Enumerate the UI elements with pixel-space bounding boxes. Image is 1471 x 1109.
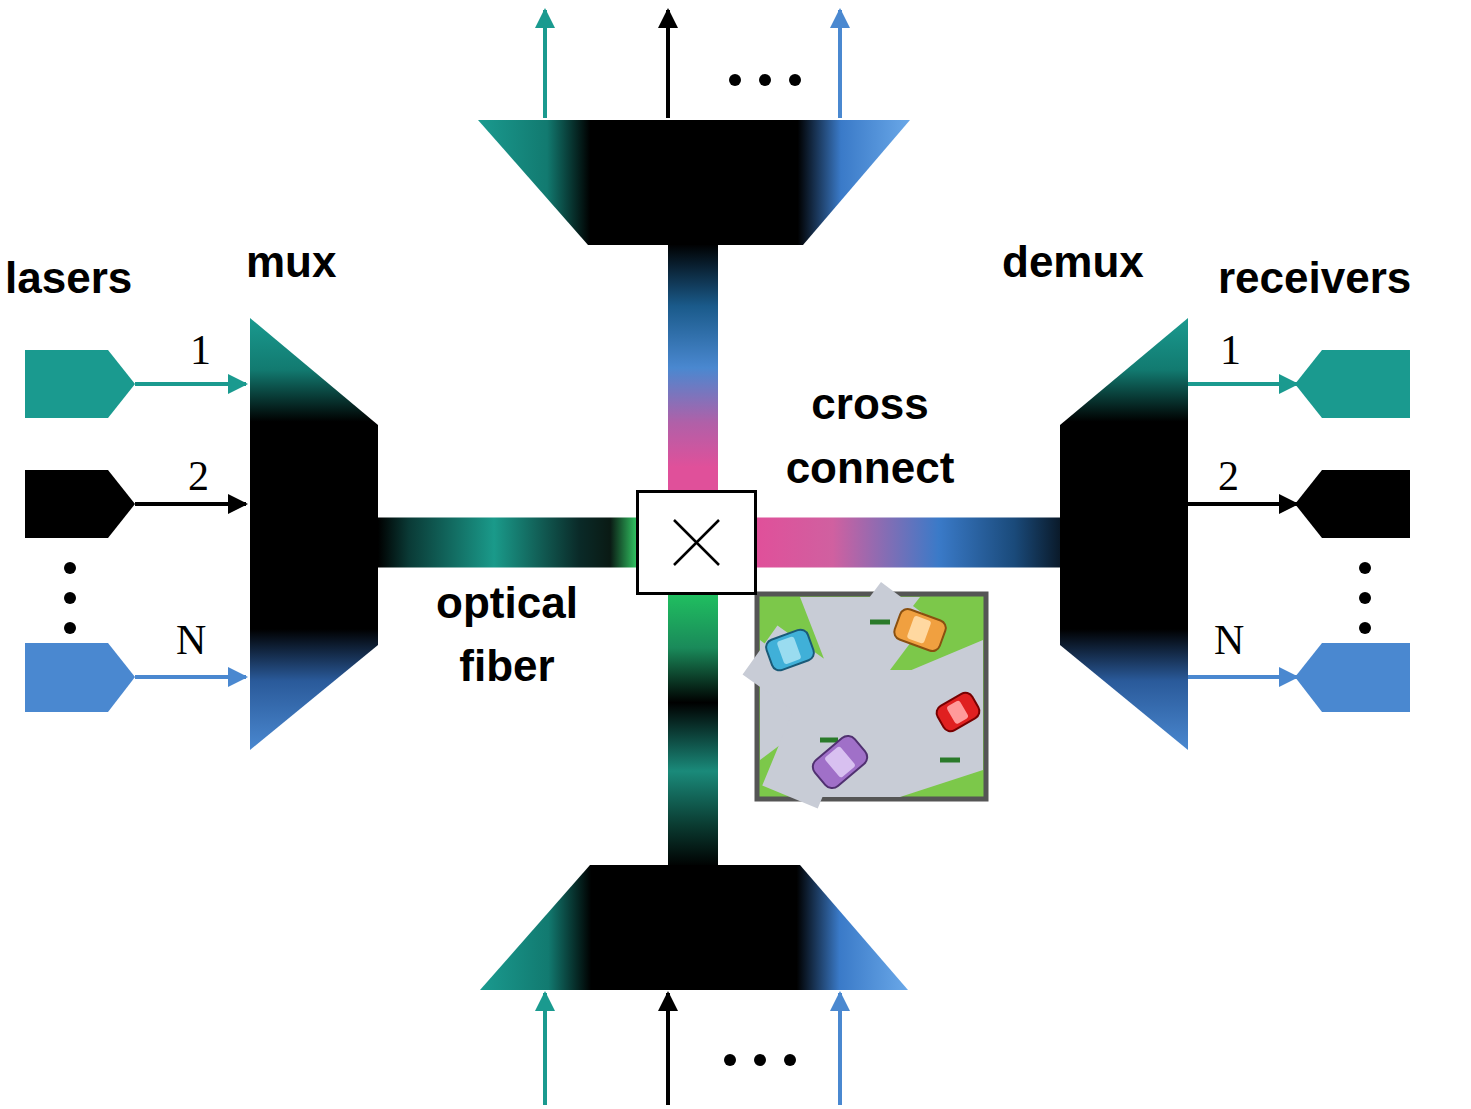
input-arrow — [838, 993, 842, 1105]
demux-trapezoid — [1060, 318, 1188, 750]
input-arrow — [543, 993, 547, 1105]
ellipsis-dot — [64, 592, 76, 604]
ellipsis-dot — [784, 1054, 796, 1066]
laser — [25, 470, 135, 538]
ellipsis-dot — [1359, 562, 1371, 574]
mux-block: mux — [250, 318, 378, 750]
channel-number: 1 — [190, 320, 211, 381]
signal-arrow — [1188, 675, 1297, 679]
receiver — [1295, 350, 1410, 418]
group-label: lasers — [5, 246, 132, 310]
mux-trapezoid — [250, 318, 378, 750]
optical-fiber — [757, 518, 1060, 568]
laser — [25, 350, 135, 418]
node-label: mux — [246, 230, 336, 294]
fiber-band — [668, 593, 718, 867]
signal-arrow — [135, 502, 246, 506]
node-label: demux — [1002, 230, 1144, 294]
channel-number: 2 — [1218, 446, 1239, 507]
ellipsis-dot — [724, 1054, 736, 1066]
channel-number: 2 — [188, 446, 209, 507]
signal-arrow — [1188, 382, 1297, 386]
ellipsis-dot — [1359, 622, 1371, 634]
demux-trapezoid — [478, 120, 910, 245]
channel-number: N — [1214, 610, 1244, 671]
signal-arrow — [135, 382, 246, 386]
fiber-band — [668, 244, 718, 492]
signal-arrow — [135, 675, 246, 679]
cross-connect-box: cross connect — [636, 490, 757, 595]
switch-symbol — [636, 490, 757, 595]
ellipsis-dot — [759, 74, 771, 86]
output-arrow — [838, 10, 842, 118]
mux-trapezoid — [480, 865, 908, 990]
output-arrow — [666, 10, 670, 118]
ellipsis-dot — [754, 1054, 766, 1066]
output-arrow — [543, 10, 547, 118]
channel-number: 1 — [1220, 320, 1241, 381]
ellipsis-dot — [64, 562, 76, 574]
ellipsis-dot — [789, 74, 801, 86]
receiver — [1295, 643, 1410, 712]
input-arrow — [666, 993, 670, 1105]
ellipsis-dot — [729, 74, 741, 86]
ellipsis-dot — [64, 622, 76, 634]
group-label: receivers — [1218, 246, 1411, 310]
traffic-picture — [757, 594, 986, 799]
edge-label: optical fiber — [407, 571, 607, 699]
demux-block: demux — [1060, 318, 1188, 750]
optical-fiber — [378, 518, 636, 568]
receiver — [1295, 470, 1410, 538]
laser — [25, 643, 135, 712]
signal-arrow — [1188, 502, 1297, 506]
channel-number: N — [176, 610, 206, 671]
ellipsis-dot — [1359, 592, 1371, 604]
node-label: cross connect — [752, 372, 988, 500]
